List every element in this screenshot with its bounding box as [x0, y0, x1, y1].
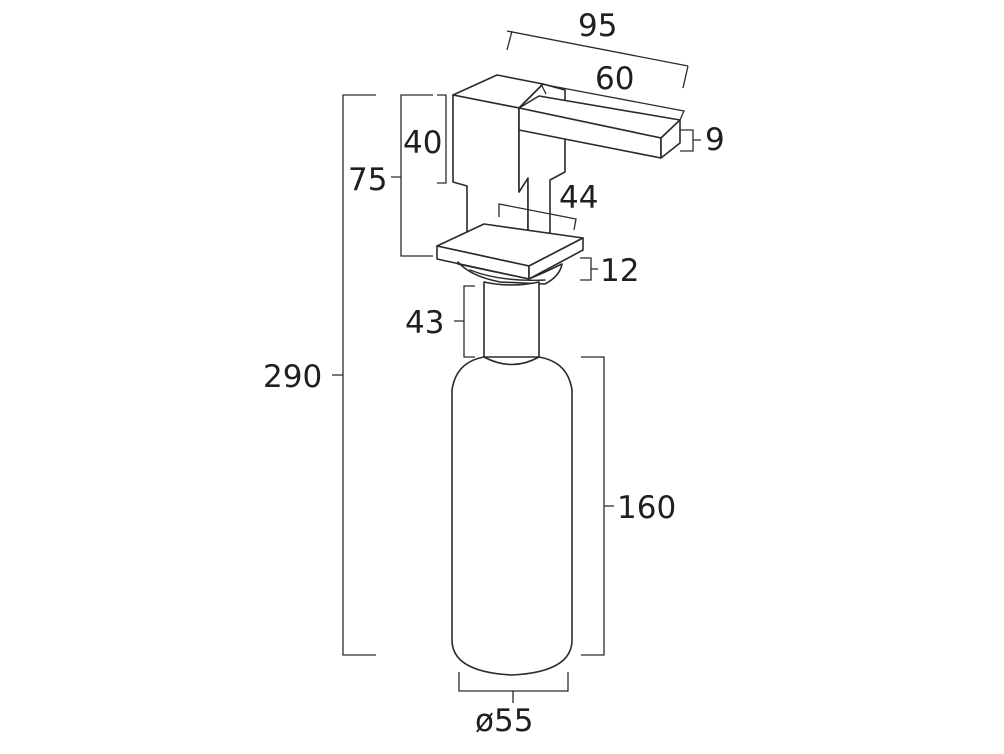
dim-neck-length-line — [454, 285, 475, 358]
bottle-body — [451, 356, 573, 676]
dimension-labels: 95 60 9 40 75 44 12 43 290 160 ø55 — [263, 8, 725, 739]
spout-end-face — [660, 119, 681, 159]
label-overall-height: 290 — [263, 359, 322, 395]
dim-spout-thickness-line — [680, 129, 701, 152]
dispenser-neck — [483, 281, 540, 358]
flange-side-face — [528, 237, 584, 280]
label-head-height: 40 — [403, 125, 442, 161]
label-bottle-height: 160 — [617, 490, 676, 526]
dim-spout-length-line — [540, 83, 685, 121]
dim-overall-height-line — [332, 94, 376, 656]
dispenser-head — [452, 74, 681, 253]
label-spout-length: 60 — [595, 61, 634, 97]
label-spout-thickness: 9 — [705, 122, 725, 158]
dim-head-height-line — [437, 94, 447, 184]
label-flange-height: 12 — [600, 253, 639, 289]
dimension-lines — [332, 30, 701, 703]
dim-body-width-line — [498, 203, 577, 231]
label-body-width: 44 — [559, 180, 598, 216]
collar-ring — [469, 269, 546, 281]
mounting-flange — [436, 223, 584, 285]
dim-total-length-line — [506, 30, 689, 89]
flange-collar — [457, 261, 563, 285]
dim-body-height-line — [391, 94, 433, 257]
dim-flange-height-line — [580, 257, 598, 281]
label-body-height: 75 — [348, 162, 387, 198]
dim-bottle-diameter-line — [458, 672, 569, 703]
label-neck-length: 43 — [405, 305, 444, 341]
label-bottle-diameter: ø55 — [475, 703, 533, 739]
dim-bottle-height-line — [581, 356, 614, 656]
bottle — [451, 356, 573, 676]
label-total-length: 95 — [578, 8, 617, 44]
